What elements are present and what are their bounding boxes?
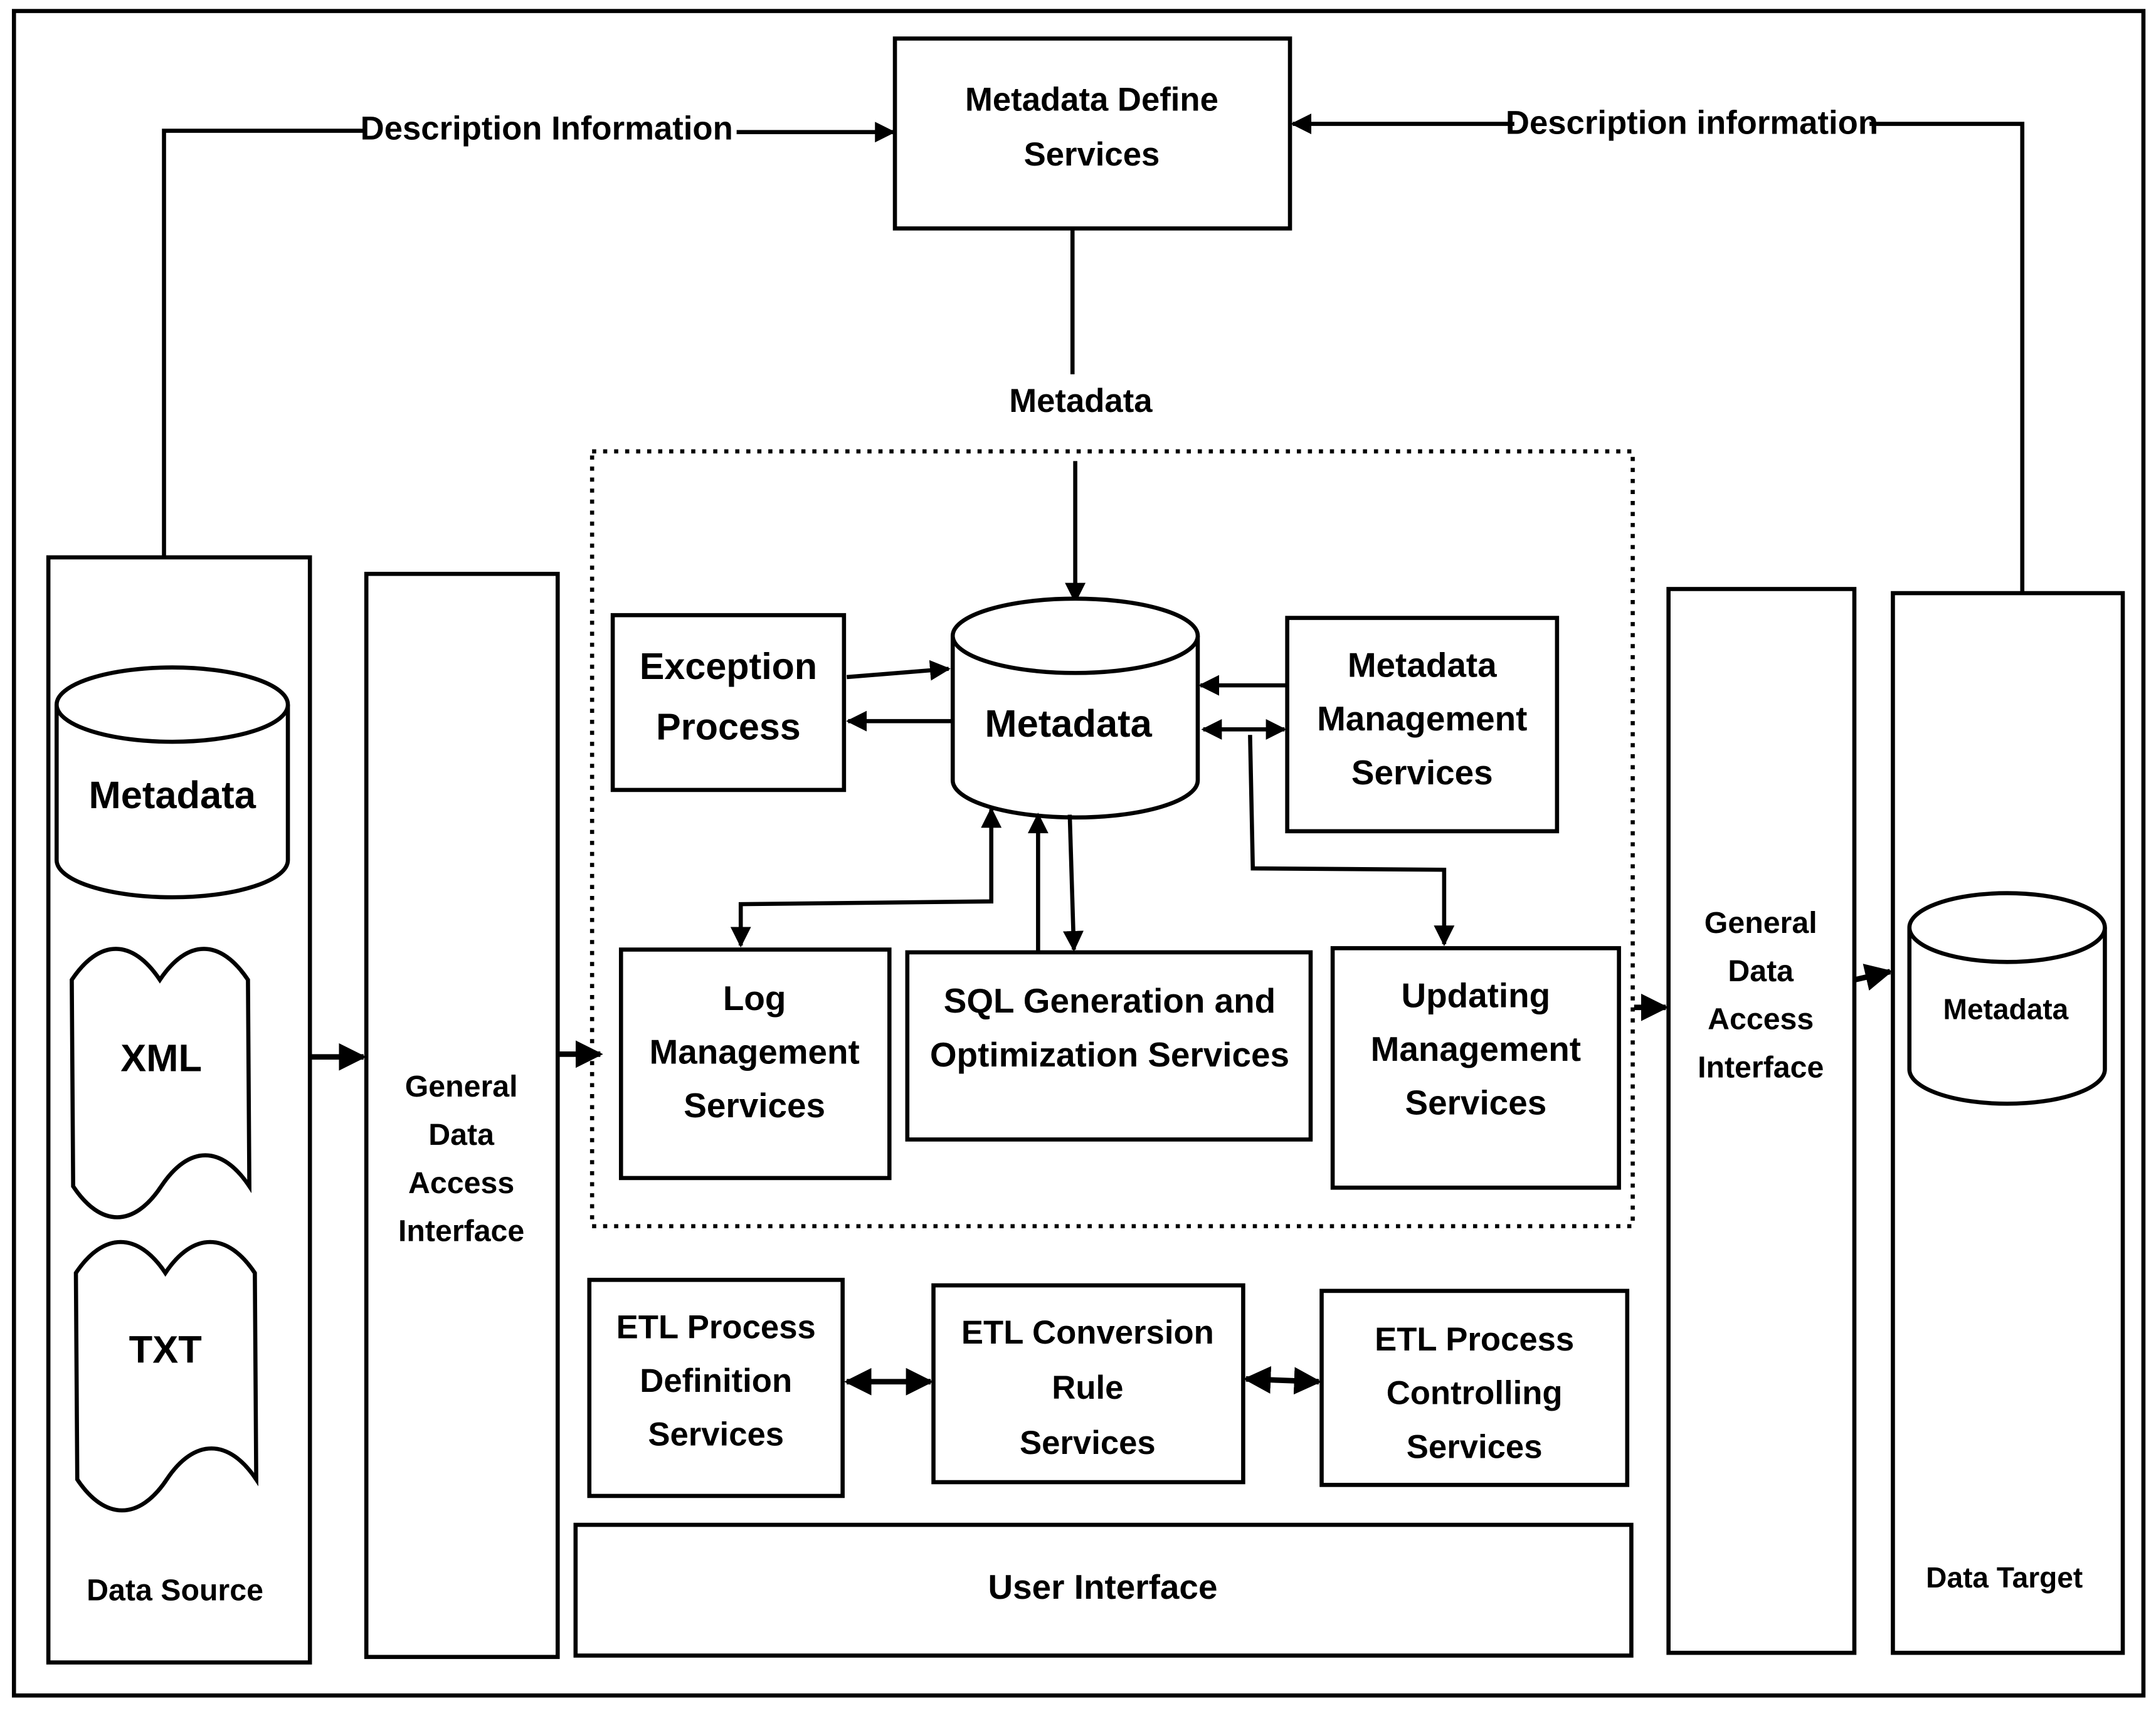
label-line: TXT [129,1329,202,1372]
data-target-metadata-label: Metadata [1943,992,2069,1025]
data-source-metadata-cylinder [55,665,290,900]
label-line: Data [1728,954,1794,988]
metadata-flow-label: Metadata [1009,382,1153,419]
label-line: Metadata [985,702,1152,745]
exception-process-box [610,613,847,792]
user-interface-box [573,1522,1634,1658]
core-services-region [589,449,1635,1229]
label-line: Exception [640,645,817,687]
central-metadata-label: Metadata [985,702,1152,745]
label-line: Services [1020,1424,1156,1461]
arrow-etl-conv-ctrl [1243,1366,1322,1395]
gdai-left-box [364,572,560,1660]
label-line: Services [1405,1083,1546,1122]
data-target-metadata-cylinder [1907,891,2107,1106]
label-line: Data [428,1118,495,1152]
data-source-metadata-label: Metadata [88,774,256,817]
label-line: User Interface [988,1567,1218,1606]
label-line: Services [1407,1428,1543,1465]
label-line: ETL Process [616,1308,816,1345]
label-line: Metadata [1348,645,1497,684]
connector-metadata-updating [1248,735,1455,947]
label-line: Metadata [1943,992,2069,1025]
arrow-gdai-right-to-target [1853,964,1893,991]
label-line: Services [684,1085,825,1124]
etl-process-definition-box [587,1278,845,1498]
etl-process-controlling-box [1319,1288,1630,1487]
log-management-services-box [618,947,892,1181]
etl-conversion-rule-box [931,1283,1245,1485]
label-line: Process [656,705,801,747]
label-line: Rule [1052,1369,1123,1406]
xml-document-shape [70,947,251,1219]
gdai-right-box [1666,587,1857,1655]
user-interface-label: User Interface [988,1567,1218,1606]
description-information-left-label: Description Information [361,110,733,147]
label-line: Optimization Services [930,1034,1289,1073]
label-line: Services [1024,136,1160,173]
label-line: Interface [1698,1050,1824,1084]
label-line: Management [650,1032,860,1071]
updating-management-box [1330,946,1621,1190]
label-line: Definition [640,1362,792,1399]
connector-source-to-define [162,129,365,557]
xml-label: XML [120,1037,202,1080]
txt-label: TXT [129,1329,202,1372]
label-line: Updating [1402,976,1551,1014]
metadata-define-services-box [892,36,1292,231]
label-line: Log [723,978,786,1017]
label-line: SQL Generation and [944,981,1276,1020]
label-line: Access [1708,1002,1814,1036]
label-line: Metadata Define [965,81,1218,118]
data-target-column [1891,591,2125,1655]
label-line: XML [120,1037,202,1080]
sql-generation-box [905,950,1313,1142]
label-line: Management [1317,699,1527,738]
label-line: Services [1351,752,1493,791]
connector-log-metadata [730,807,1002,948]
label-line: Access [408,1166,514,1200]
central-metadata-cylinder [950,596,1200,820]
metadata-management-services-box [1285,616,1560,834]
label-line: Management [1371,1029,1581,1068]
data-target-label: Data Target [1926,1561,2083,1594]
label-line: Data Target [1926,1561,2083,1594]
outer-frame [11,9,2146,1698]
label-line: General [405,1070,518,1103]
arrow-exception-to-metadata [846,660,951,681]
description-information-right-label: Description information [1506,105,1878,142]
connector-target-to-define [1869,122,2025,592]
arrow-metadata-to-sql [1063,814,1084,952]
label-line: ETL Conversion [961,1314,1214,1351]
data-source-label: Data Source [87,1573,263,1607]
label-line: Metadata [88,774,256,817]
label-line: ETL Process [1375,1321,1574,1358]
label-line: Data Source [87,1573,263,1607]
label-line: Services [648,1416,784,1453]
label-line: Interface [398,1214,524,1248]
txt-document-shape [73,1240,258,1513]
label-line: Controlling [1387,1375,1563,1412]
label-line: General [1704,906,1817,940]
